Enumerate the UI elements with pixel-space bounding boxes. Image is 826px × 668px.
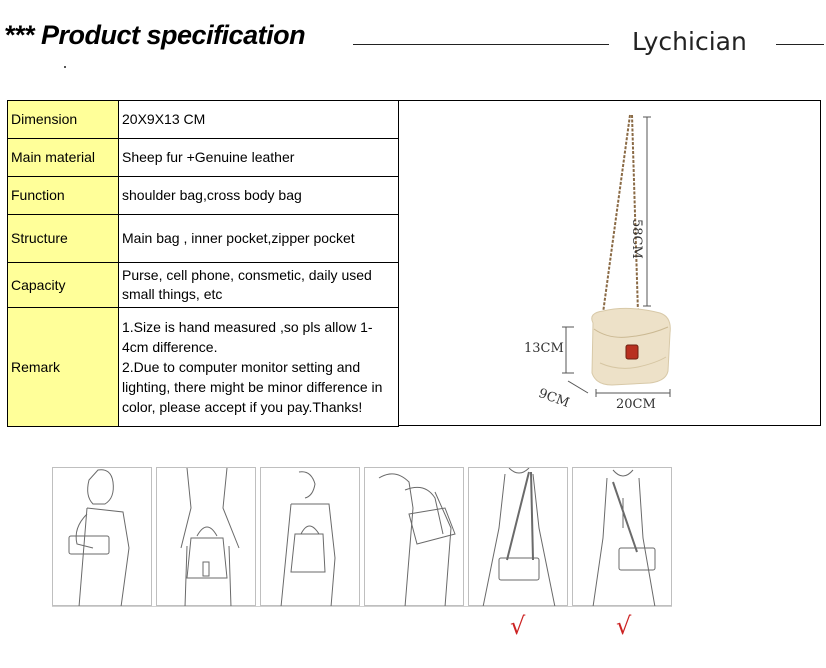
usage-panel-crossbody-front — [572, 467, 672, 607]
recommended-check-icon: √ — [616, 612, 632, 640]
usage-panel-clutch — [52, 467, 152, 607]
usage-illustrations — [52, 467, 672, 607]
spec-value: Main bag , inner pocket,zipper pocket — [118, 214, 399, 263]
spec-row-remark: Remark 1.Size is hand measured ,so pls a… — [7, 307, 399, 427]
spec-row-structure: Structure Main bag , inner pocket,zipper… — [7, 214, 399, 263]
woman-crossbody-front-icon — [592, 469, 656, 607]
page-title: *** Product specification — [4, 20, 306, 50]
spec-key: Structure — [7, 214, 119, 263]
spec-key: Function — [7, 176, 119, 215]
woman-clutch-icon — [68, 469, 130, 607]
spec-value: 20X9X13 CM — [118, 100, 399, 139]
spec-row-material: Main material Sheep fur +Genuine leather — [7, 138, 399, 177]
stray-dot — [64, 66, 66, 68]
brand-name: Lychician — [632, 27, 747, 56]
spec-key: Remark — [7, 307, 119, 427]
width-label: 20CM — [616, 397, 656, 412]
spec-value: shoulder bag,cross body bag — [118, 176, 399, 215]
header-divider-right — [776, 44, 824, 45]
illustration-baseline — [52, 606, 672, 607]
woman-crossbody-bag-icon — [482, 468, 556, 607]
usage-panel-crossbody — [468, 467, 568, 607]
height-label: 13CM — [524, 341, 564, 356]
spec-table: Dimension 20X9X13 CM Main material Sheep… — [7, 100, 399, 427]
product-photo — [562, 114, 671, 397]
spec-row-function: Function shoulder bag,cross body bag — [7, 176, 399, 215]
usage-panel-handbag — [156, 467, 256, 607]
usage-panel-shoulder — [364, 467, 464, 607]
spec-key: Dimension — [7, 100, 119, 139]
spec-row-dimension: Dimension 20X9X13 CM — [7, 100, 399, 139]
usage-panel-elbow — [260, 467, 360, 607]
recommended-check-icon: √ — [510, 612, 526, 640]
header-divider-left — [353, 44, 609, 45]
woman-elbow-bag-icon — [280, 471, 336, 607]
strap-length-label: 58CM — [629, 219, 644, 259]
spec-key: Capacity — [7, 262, 119, 308]
spec-key: Main material — [7, 138, 119, 177]
spec-row-capacity: Capacity Purse, cell phone, consmetic, d… — [7, 262, 399, 308]
spec-value: Purse, cell phone, consmetic, daily used… — [118, 262, 399, 308]
spec-value: Sheep fur +Genuine leather — [118, 138, 399, 177]
woman-handbag-icon — [180, 468, 240, 607]
spec-value: 1.Size is hand measured ,so pls allow 1-… — [118, 307, 399, 427]
woman-shoulder-bag-icon — [378, 473, 456, 607]
product-image-cell: 58CM 13CM 9CM 20CM — [398, 100, 821, 426]
